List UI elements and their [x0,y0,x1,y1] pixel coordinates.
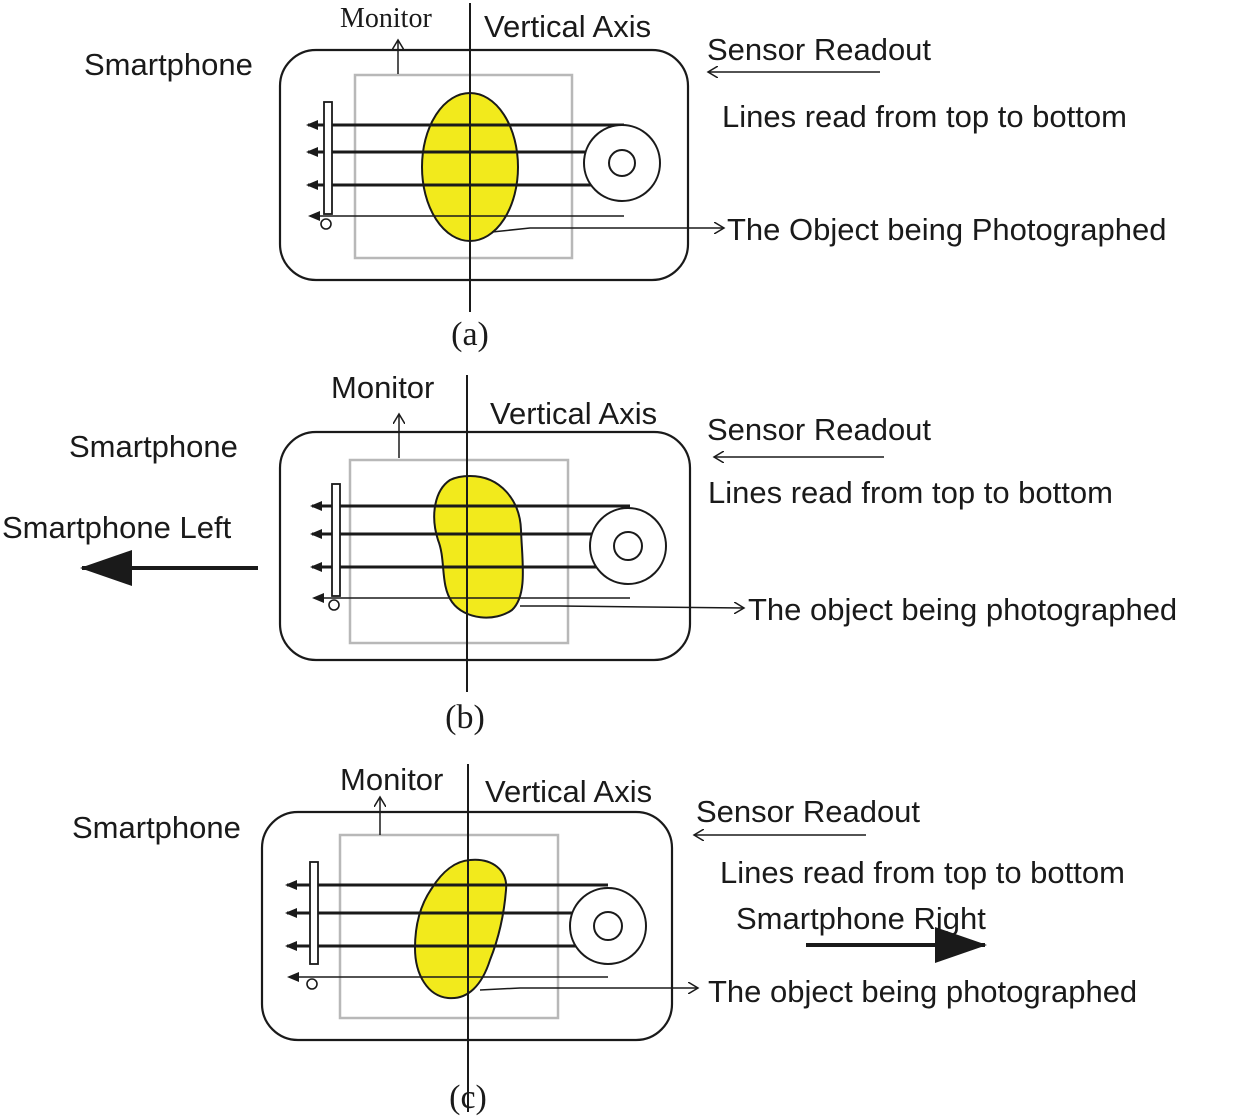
camera-lens-inner [613,531,643,561]
panel-a: Monitor Vertical Axis Smartphone Sensor … [84,3,1166,353]
vertical-axis-label: Vertical Axis [484,9,651,44]
object-label: The Object being Photographed [727,212,1166,247]
side-dot [320,218,332,230]
side-button [309,861,319,965]
motion-label: Smartphone Right [736,901,986,936]
side-dot [328,599,340,611]
panel-caption: (b) [445,699,485,736]
lines-read-label: Lines read from top to bottom [708,475,1113,510]
camera-lens-inner [608,149,636,177]
smartphone-label: Smartphone [72,810,241,845]
camera-lens-inner [593,911,623,941]
sensor-readout-label: Sensor Readout [707,32,931,67]
side-button [331,483,341,597]
monitor-label: Monitor [331,370,434,405]
vertical-axis-label: Vertical Axis [485,774,652,809]
photographed-object [433,474,524,619]
sensor-readout-lines [306,120,624,221]
object-pointer [491,228,724,232]
side-button [323,101,333,215]
lines-read-label: Lines read from top to bottom [722,99,1127,134]
smartphone-label: Smartphone [84,47,253,82]
panel-c: Monitor Vertical Axis Smartphone Sensor … [72,762,1137,1116]
monitor-label: Monitor [340,3,432,34]
panel-b: Monitor Vertical Axis Smartphone Sensor … [2,370,1177,736]
photographed-object [413,858,508,1000]
smartphone-label: Smartphone [69,429,238,464]
monitor-label: Monitor [340,762,443,797]
object-label: The object being photographed [708,974,1137,1009]
sensor-readout-label: Sensor Readout [707,412,931,447]
sensor-readout-lines [285,880,608,982]
sensor-readout-label: Sensor Readout [696,794,920,829]
object-pointer [520,606,744,608]
vertical-axis-label: Vertical Axis [490,396,657,431]
object-pointer [479,988,698,990]
panel-caption: (a) [451,316,489,353]
motion-label: Smartphone Left [2,510,232,545]
panel-caption: (c) [449,1079,487,1116]
sensor-readout-lines [310,501,630,603]
object-label: The object being photographed [748,592,1177,627]
lines-read-label: Lines read from top to bottom [720,855,1125,890]
side-dot [306,978,318,990]
